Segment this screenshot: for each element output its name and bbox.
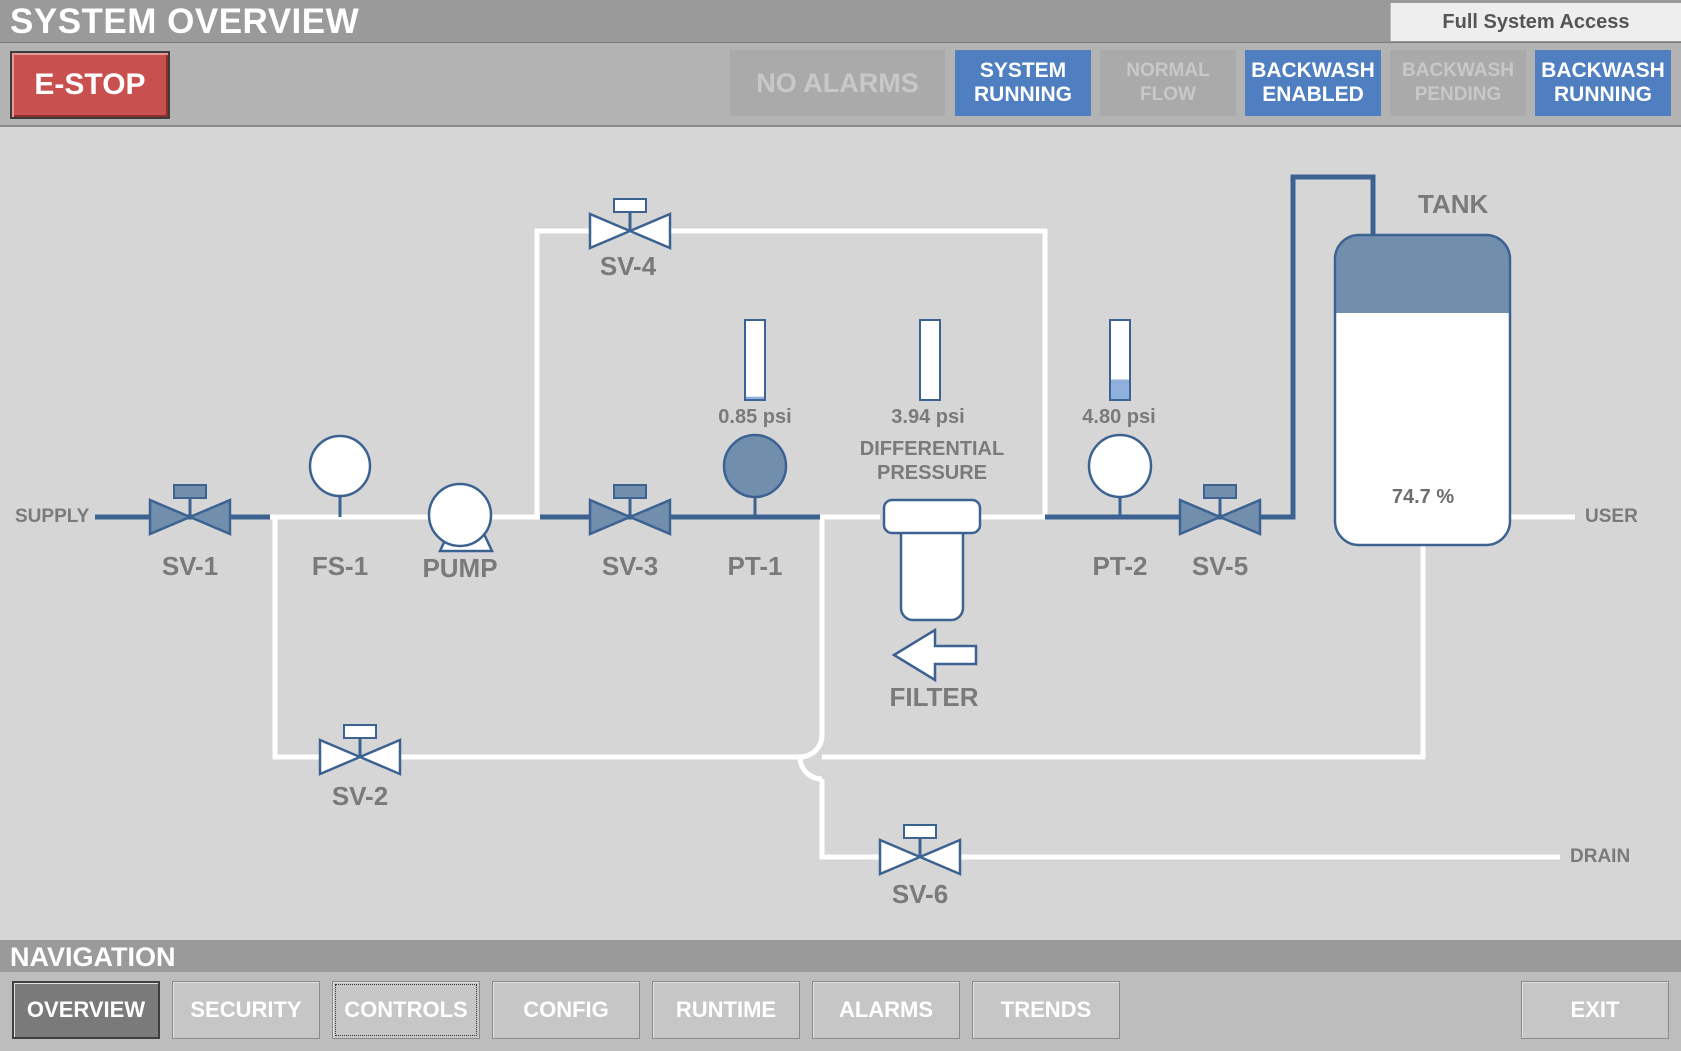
pump-label: PUMP <box>422 553 498 583</box>
tank-label: TANK <box>1418 189 1489 219</box>
indicator-backwash-running: BACKWASH RUNNING <box>1535 50 1671 116</box>
flow-direction-arrow-icon <box>891 627 978 683</box>
navigation-header: NAVIGATION <box>0 940 1681 972</box>
tank <box>1333 233 1512 547</box>
flow-switch-fs1 <box>308 434 372 517</box>
pump[interactable] <box>427 482 494 553</box>
valve-sv1[interactable] <box>148 483 232 536</box>
nav-runtime-button[interactable]: RUNTIME <box>652 981 800 1039</box>
pt2-reading: 4.80 psi <box>1082 406 1156 428</box>
navigation-bar: OVERVIEW SECURITY CONTROLS CONFIG RUNTIM… <box>0 972 1681 1051</box>
differential-pressure-label: DIFFERENTIAL PRESSURE <box>859 438 1005 484</box>
valve-sv6-label: SV-6 <box>891 879 949 909</box>
pt2-label: PT-2 <box>1092 551 1148 581</box>
supply-label: SUPPLY <box>15 506 90 527</box>
nav-alarms-button[interactable]: ALARMS <box>812 981 960 1039</box>
nav-overview-button[interactable]: OVERVIEW <box>12 981 160 1039</box>
indicator-no-alarms: NO ALARMS <box>730 50 945 116</box>
process-diagram: SUPPLY USER DRAIN SV-1 FS-1 PUMP SV-3 PT… <box>0 127 1681 940</box>
page-title: SYSTEM OVERVIEW <box>10 2 360 41</box>
pt1-label: PT-1 <box>727 551 783 581</box>
valve-sv3[interactable] <box>588 483 672 536</box>
title-bar: SYSTEM OVERVIEW Full System Access <box>0 0 1681 43</box>
indicator-backwash-enabled: BACKWASH ENABLED <box>1245 50 1381 116</box>
indicator-normal-flow: NORMAL FLOW <box>1100 50 1236 116</box>
filter-label: FILTER <box>889 682 979 712</box>
pressure-transmitter-pt2 <box>1087 433 1153 517</box>
indicator-backwash-pending: BACKWASH PENDING <box>1390 50 1526 116</box>
nav-trends-button[interactable]: TRENDS <box>972 981 1120 1039</box>
valve-sv6[interactable] <box>878 823 962 876</box>
tank-level-reading: 74.7 % <box>1391 486 1455 508</box>
e-stop-button[interactable]: E-STOP <box>10 51 170 119</box>
pt1-reading: 0.85 psi <box>718 406 792 428</box>
piping-diagram <box>95 174 1575 876</box>
valve-sv4-label: SV-4 <box>599 251 657 281</box>
valve-sv2-label: SV-2 <box>331 781 389 811</box>
valve-sv4[interactable] <box>588 197 672 250</box>
valve-sv3-label: SV-3 <box>601 551 659 581</box>
access-level-badge: Full System Access <box>1390 3 1681 41</box>
differential-pressure-reading: 3.94 psi <box>891 406 965 428</box>
user-label: USER <box>1585 506 1638 527</box>
pressure-transmitter-pt1 <box>722 433 788 517</box>
valve-sv2[interactable] <box>318 723 402 776</box>
exit-button[interactable]: EXIT <box>1521 981 1669 1039</box>
filter-housing[interactable] <box>882 498 982 622</box>
flow-switch-label: FS-1 <box>311 551 369 581</box>
nav-controls-button[interactable]: CONTROLS <box>332 981 480 1039</box>
valve-sv5[interactable] <box>1178 483 1262 536</box>
pt2-level-bar <box>1109 319 1131 401</box>
drain-label: DRAIN <box>1570 846 1631 867</box>
status-bar: E-STOP NO ALARMS SYSTEM RUNNING NORMAL F… <box>0 43 1681 127</box>
nav-config-button[interactable]: CONFIG <box>492 981 640 1039</box>
valve-sv1-label: SV-1 <box>161 551 219 581</box>
navigation-title: NAVIGATION <box>10 942 176 972</box>
nav-security-button[interactable]: SECURITY <box>172 981 320 1039</box>
valve-sv5-label: SV-5 <box>1191 551 1249 581</box>
indicator-system-running: SYSTEM RUNNING <box>955 50 1091 116</box>
pt1-level-bar <box>744 319 766 401</box>
differential-pressure-bar <box>919 319 941 401</box>
